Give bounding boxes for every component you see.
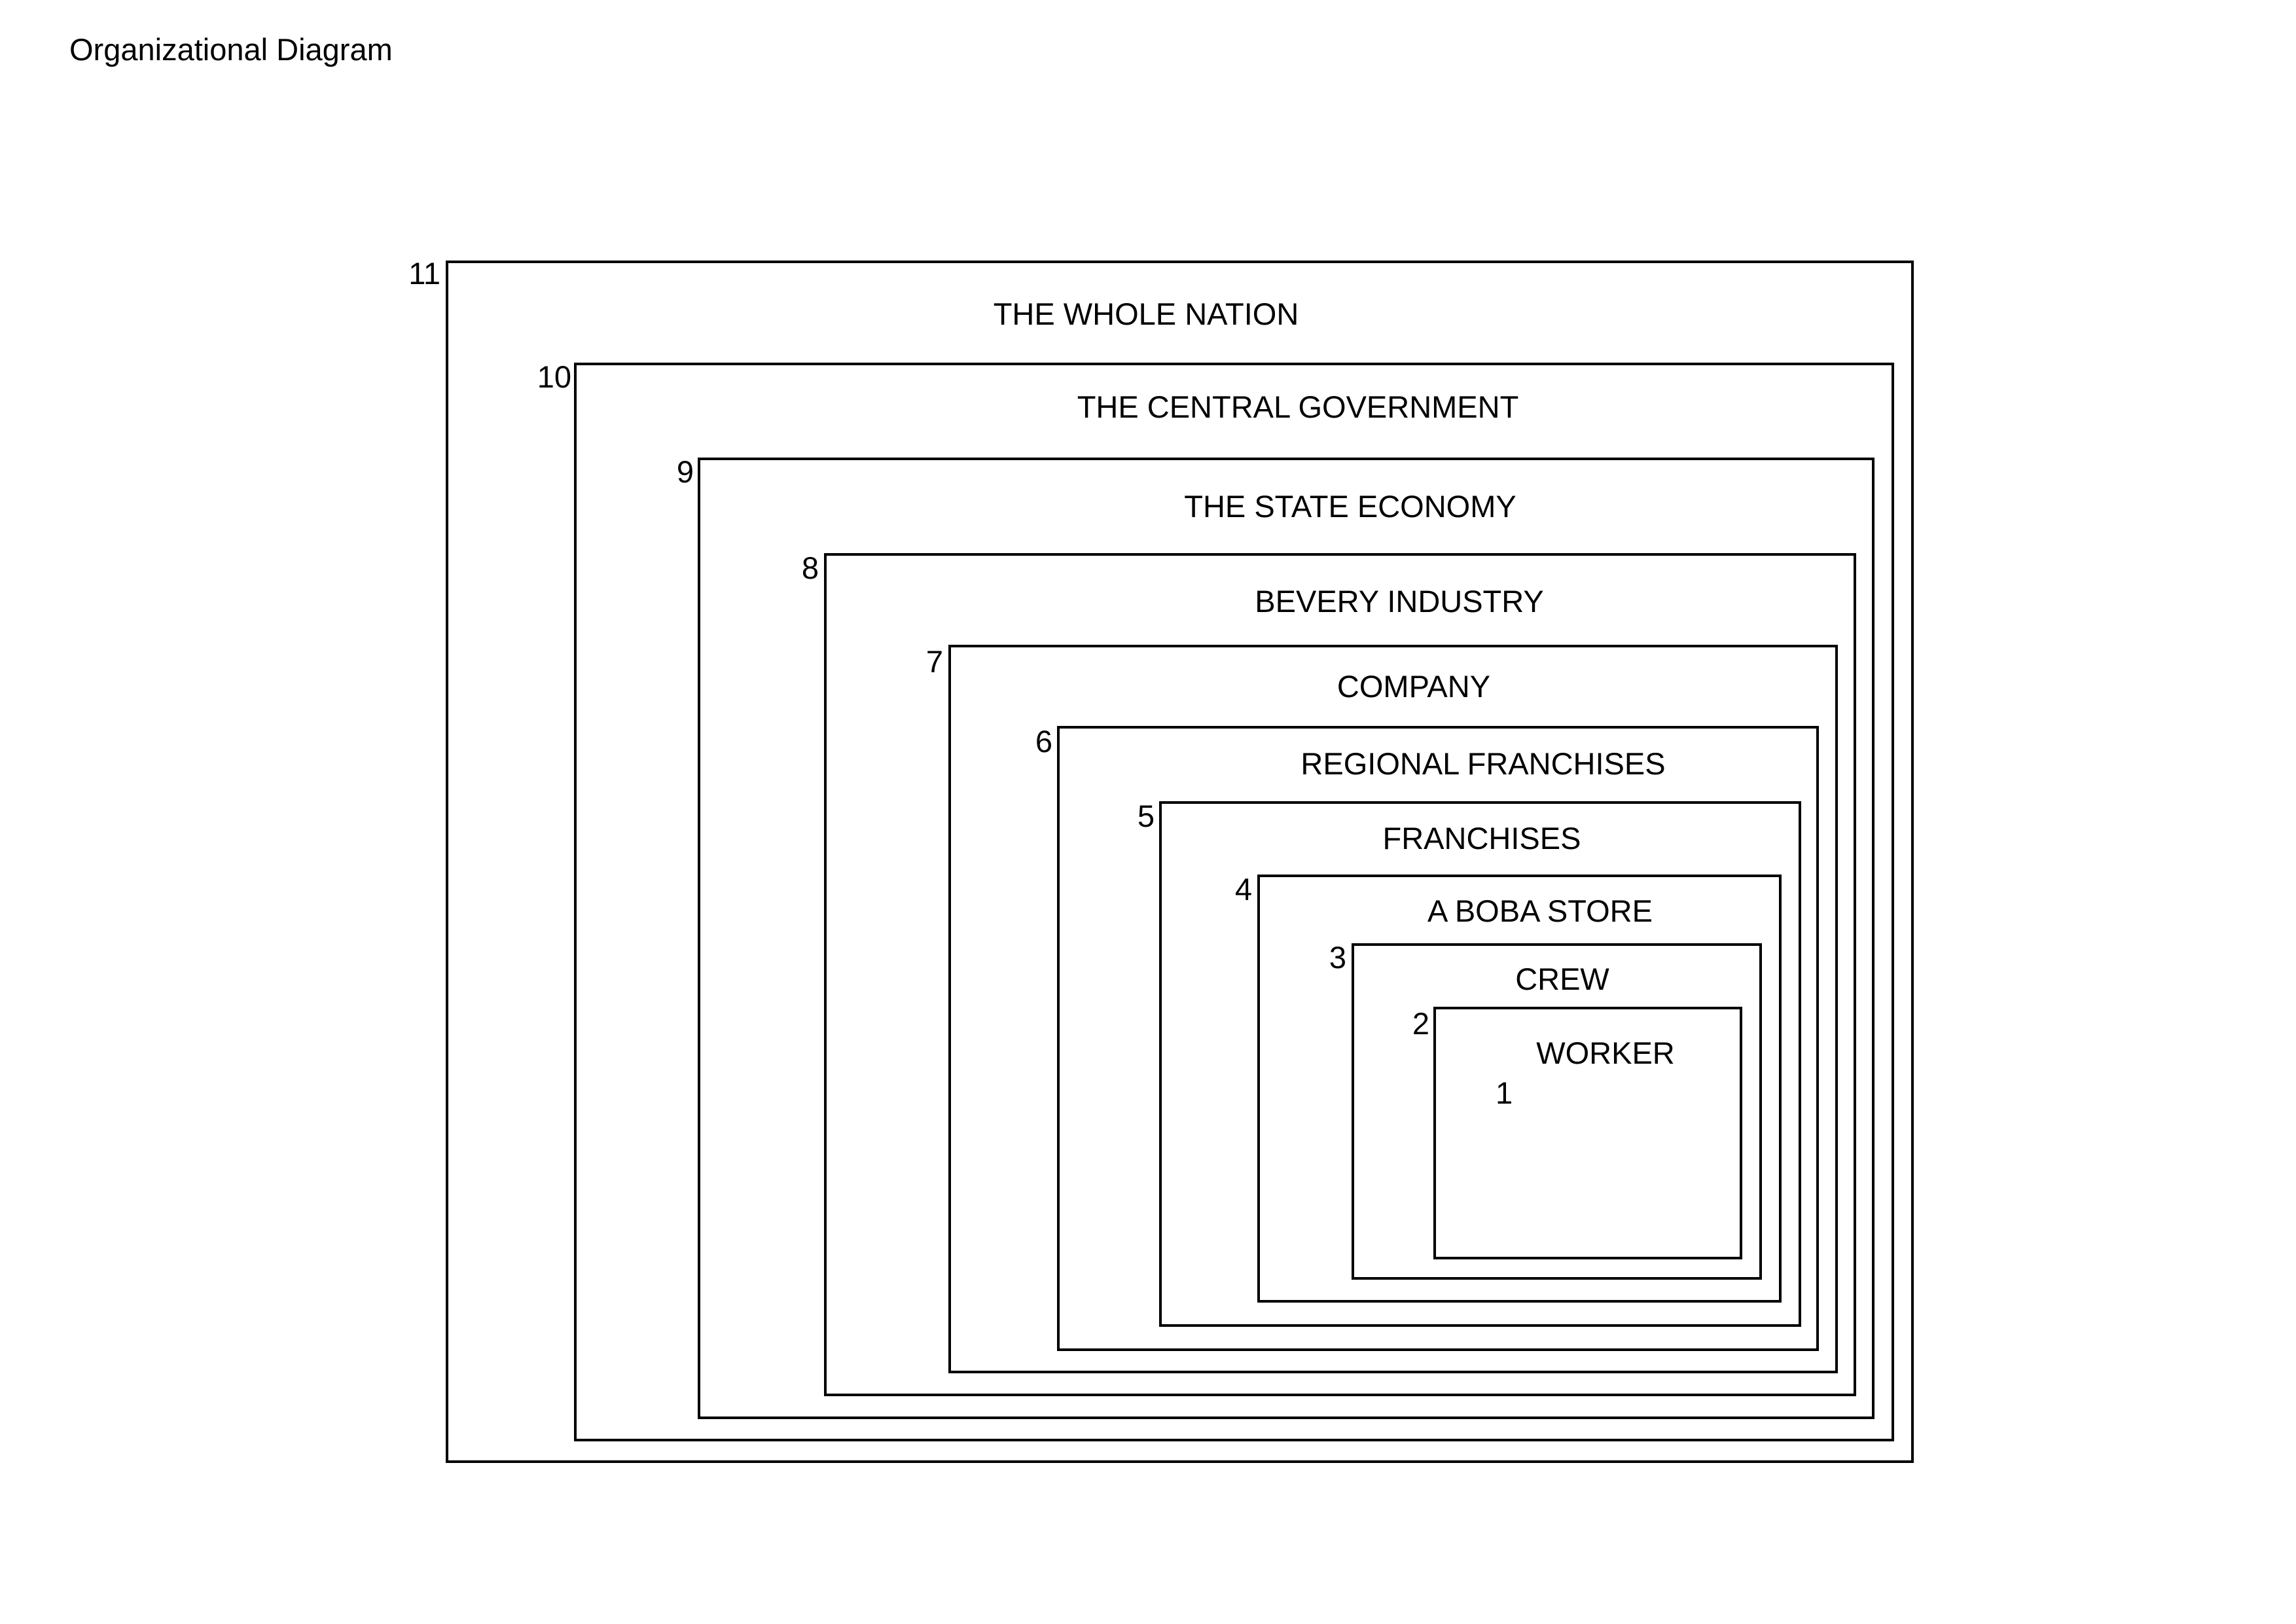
box-number-level-1: 1 — [1496, 1075, 1513, 1110]
box-level-9 — [698, 458, 1874, 1419]
box-number-level-6: 6 — [1035, 724, 1052, 759]
box-number-level-3: 3 — [1329, 940, 1346, 975]
box-label-level-9: THE STATE ECONOMY — [1184, 489, 1516, 524]
box-level-3 — [1352, 943, 1762, 1280]
box-label-level-5: FRANCHISES — [1382, 821, 1581, 856]
box-label-level-7: COMPANY — [1336, 669, 1491, 704]
box-number-level-5: 5 — [1137, 799, 1155, 833]
box-number-level-4: 4 — [1234, 872, 1252, 907]
box-label-level-2: WORKER — [1536, 1036, 1675, 1070]
box-level-10 — [574, 363, 1894, 1441]
box-level-2 — [1433, 1007, 1742, 1259]
box-number-level-7: 7 — [925, 644, 943, 679]
box-label-level-11: THE WHOLE NATION — [993, 297, 1299, 331]
box-level-4 — [1257, 875, 1782, 1303]
box-number-level-9: 9 — [676, 454, 694, 489]
box-level-8 — [824, 553, 1856, 1396]
box-label-level-3: CREW — [1515, 962, 1609, 996]
box-number-level-10: 10 — [537, 359, 571, 394]
box-number-level-8: 8 — [801, 550, 819, 585]
box-number-level-11: 11 — [408, 256, 440, 291]
box-label-level-10: THE CENTRAL GOVERNMENT — [1077, 389, 1519, 424]
box-number-level-2: 2 — [1412, 1006, 1429, 1041]
box-label-level-4: A BOBA STORE — [1427, 893, 1653, 928]
page-title: Organizational Diagram — [69, 32, 393, 67]
box-level-7 — [948, 645, 1838, 1373]
box-level-6 — [1057, 726, 1819, 1351]
box-level-11 — [446, 261, 1914, 1463]
box-label-level-8: BEVERY INDUSTRY — [1255, 584, 1544, 619]
box-label-level-6: REGIONAL FRANCHISES — [1300, 746, 1666, 781]
box-level-5 — [1159, 801, 1801, 1327]
